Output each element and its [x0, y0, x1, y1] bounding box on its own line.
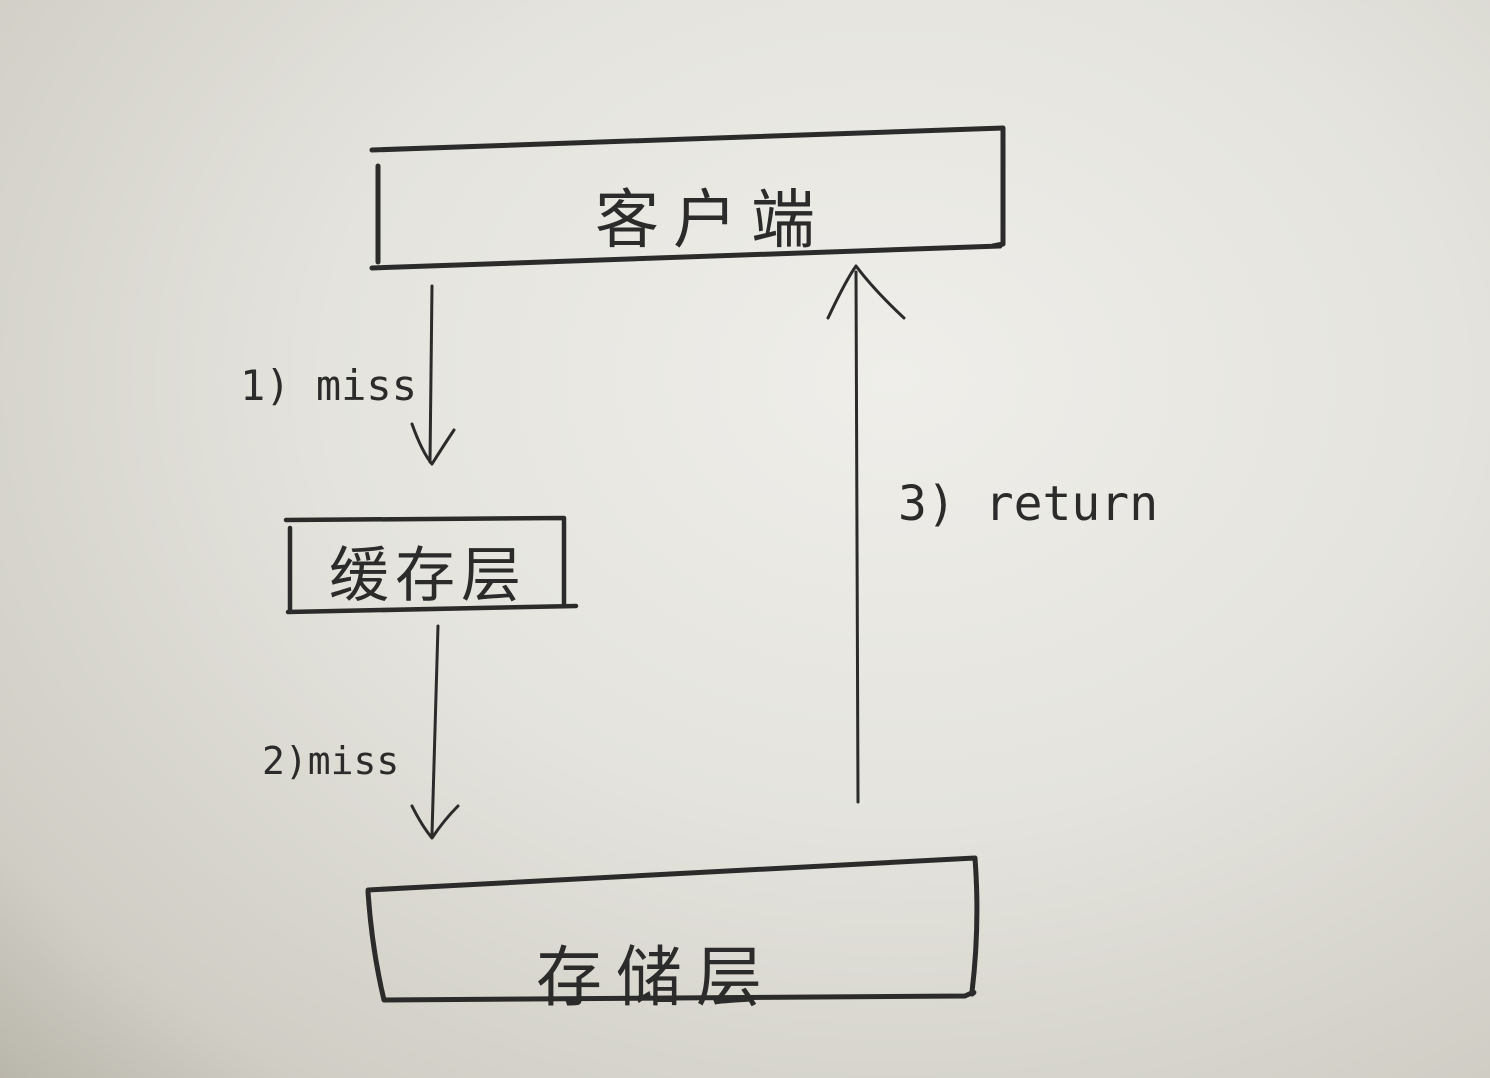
edge-3-label: 3) return	[898, 476, 1158, 532]
edge-1-line	[428, 284, 434, 464]
edge-2-arrowhead	[410, 804, 460, 840]
edge-client-to-cache: 1) miss	[240, 284, 456, 466]
edge-3-line	[854, 270, 860, 804]
edge-storage-to-client: 3) return	[826, 264, 1158, 804]
node-cache-label: 缓存层	[329, 541, 527, 611]
edge-cache-to-storage: 2)miss	[262, 624, 460, 840]
edge-2-label: 2)miss	[262, 739, 399, 783]
edge-3-arrowhead	[826, 264, 906, 320]
edge-2-line	[430, 624, 440, 836]
edge-1-arrowhead	[410, 422, 456, 466]
node-storage-label: 存储层	[536, 939, 776, 1016]
node-storage-box	[365, 855, 980, 1003]
node-cache: 缓存层	[283, 515, 579, 615]
node-client-box	[369, 125, 1006, 271]
node-storage: 存储层	[365, 855, 980, 1016]
edge-1-label: 1) miss	[240, 361, 417, 410]
node-client-label: 客户端	[595, 184, 829, 258]
node-client: 客户端	[369, 125, 1006, 271]
node-cache-box	[283, 515, 579, 615]
